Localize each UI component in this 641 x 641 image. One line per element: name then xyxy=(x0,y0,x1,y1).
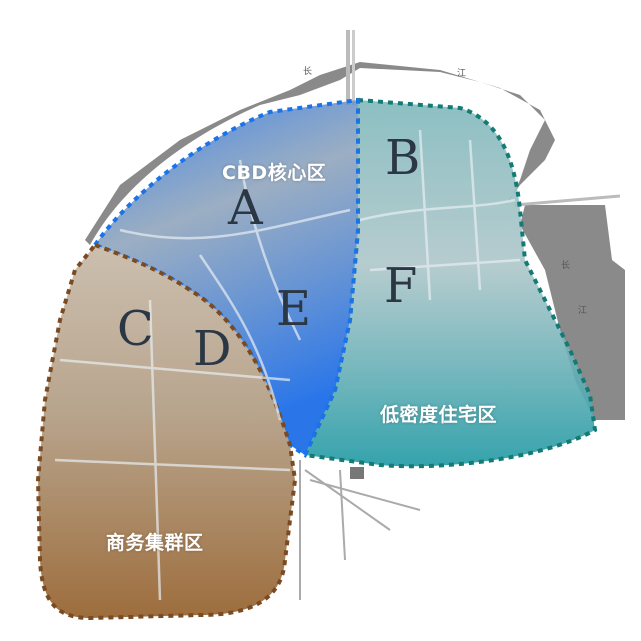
zone-residential-area xyxy=(302,97,598,469)
parcel-letter-d: D xyxy=(193,321,232,377)
zone-label-cbd: CBD核心区 xyxy=(222,162,327,184)
zone-label-residential: 低密度住宅区 xyxy=(380,404,498,426)
river-label-jiang-north: 江 xyxy=(457,69,467,79)
parcel-letter-c: C xyxy=(117,301,154,357)
parcel-letter-b: B xyxy=(385,130,421,186)
river-label-jiang-east: 江 xyxy=(578,306,588,316)
parcel-letter-a: A xyxy=(228,180,263,236)
river-label-chang-north: 长 xyxy=(303,67,313,77)
zone-business-area xyxy=(35,242,298,621)
river-label-chang-east: 长 xyxy=(561,261,571,271)
parcel-letter-f: F xyxy=(384,258,418,314)
river-east xyxy=(520,205,625,420)
zone-label-business: 商务集群区 xyxy=(106,532,204,554)
parcel-letter-e: E xyxy=(276,281,312,337)
